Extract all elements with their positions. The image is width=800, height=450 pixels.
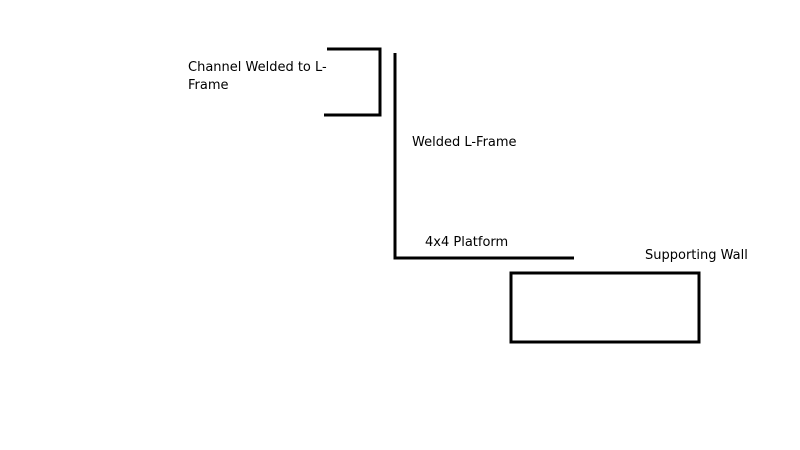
supporting-wall-shape	[509, 271, 701, 344]
l-frame-label: Welded L-Frame	[412, 135, 517, 150]
channel-shape	[324, 47, 382, 117]
channel-label: Channel Welded to L-Frame	[188, 60, 327, 93]
platform-label: 4x4 Platform	[425, 235, 509, 250]
l-frame-shape	[393, 53, 574, 260]
supporting-wall-label: Supporting Wall	[645, 248, 748, 263]
